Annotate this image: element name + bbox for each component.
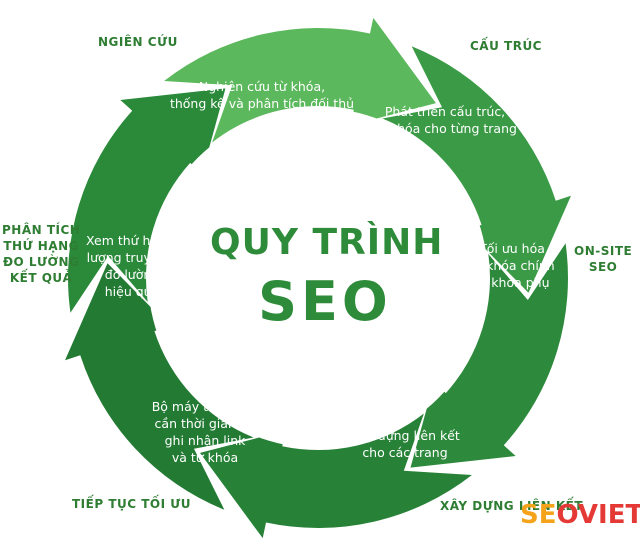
label-research: NGIÊN CỨU xyxy=(98,35,178,49)
logo-part-se: SE xyxy=(520,500,557,530)
desc-analysis: Xem thứ hạng, lượng truy cập đo lường hi… xyxy=(78,232,186,300)
desc-research: Nghiên cứu từ khóa, thống kê và phân tíc… xyxy=(162,78,362,112)
segment-structure xyxy=(382,46,571,293)
desc-line: Xem thứ hạng, xyxy=(86,233,178,248)
label-analysis-line: ĐO LƯỜNG xyxy=(2,255,80,269)
label-analysis-line: THỨ HẠNG xyxy=(3,239,79,253)
segment-onsite xyxy=(410,243,568,468)
desc-onsite: Tối ưu hóa từ khóa chính từ khóa phụ xyxy=(462,240,562,291)
label-structure: CẤU TRÚC xyxy=(470,39,542,53)
label-analysis-line: PHÂN TÍCH xyxy=(2,223,81,237)
desc-line: Bộ máy tìm kiếm xyxy=(151,399,259,414)
label-links: XÂY DỰNG LIÊN KẾT xyxy=(440,499,584,513)
segment-optimize xyxy=(65,263,254,510)
desc-line: Nghiên cứu từ khóa, xyxy=(198,79,326,94)
desc-line: Xây dựng liên kết xyxy=(350,428,460,443)
desc-line: và từ khóa xyxy=(171,450,239,465)
desc-line: ghi nhận link xyxy=(164,433,246,448)
desc-line: cho các trang xyxy=(362,445,448,460)
desc-line: từ khóa phụ xyxy=(474,275,550,290)
logo-part-o: O xyxy=(556,500,578,530)
desc-line: lượng truy cập xyxy=(86,250,178,265)
label-onsite-line: SEO xyxy=(588,260,618,274)
desc-line: đo lường xyxy=(104,267,160,282)
center-title-line1: QUY TRÌNH xyxy=(210,222,444,263)
desc-line: thống kê và phân tích đối thủ xyxy=(169,96,355,111)
segment-analysis xyxy=(68,88,226,313)
desc-line: từ khóa chính xyxy=(469,258,555,273)
label-onsite: ON-SITE SEO xyxy=(574,243,632,275)
desc-structure: Phát triển cấu trúc, từ khóa cho từng tr… xyxy=(360,103,530,137)
seoviet-logo: SEOVIET xyxy=(520,500,640,530)
segment-links xyxy=(200,413,472,539)
desc-line: hiệu quả xyxy=(104,284,160,299)
center-disc xyxy=(148,108,488,448)
segment-research xyxy=(164,17,436,143)
label-analysis-line: KẾT QUẢ xyxy=(9,271,73,285)
label-analysis: PHÂN TÍCH THỨ HẠNG ĐO LƯỜNG KẾT QUẢ xyxy=(2,222,80,286)
label-optimize: TIẾP TỤC TỐI ƯU xyxy=(72,497,192,511)
desc-line: Tối ưu hóa xyxy=(479,241,545,256)
center-title-line2: SEO xyxy=(258,270,392,333)
desc-line: cần thời gian để xyxy=(154,416,256,431)
desc-optimize: Bộ máy tìm kiếm cần thời gian để ghi nhậ… xyxy=(140,398,270,466)
logo-part-viet: VIET xyxy=(577,500,640,530)
label-onsite-line: ON-SITE xyxy=(574,244,633,258)
desc-links: Xây dựng liên kết cho các trang xyxy=(335,427,475,461)
desc-line: Phát triển cấu trúc, xyxy=(384,104,506,119)
desc-line: từ khóa cho từng trang xyxy=(373,121,517,136)
